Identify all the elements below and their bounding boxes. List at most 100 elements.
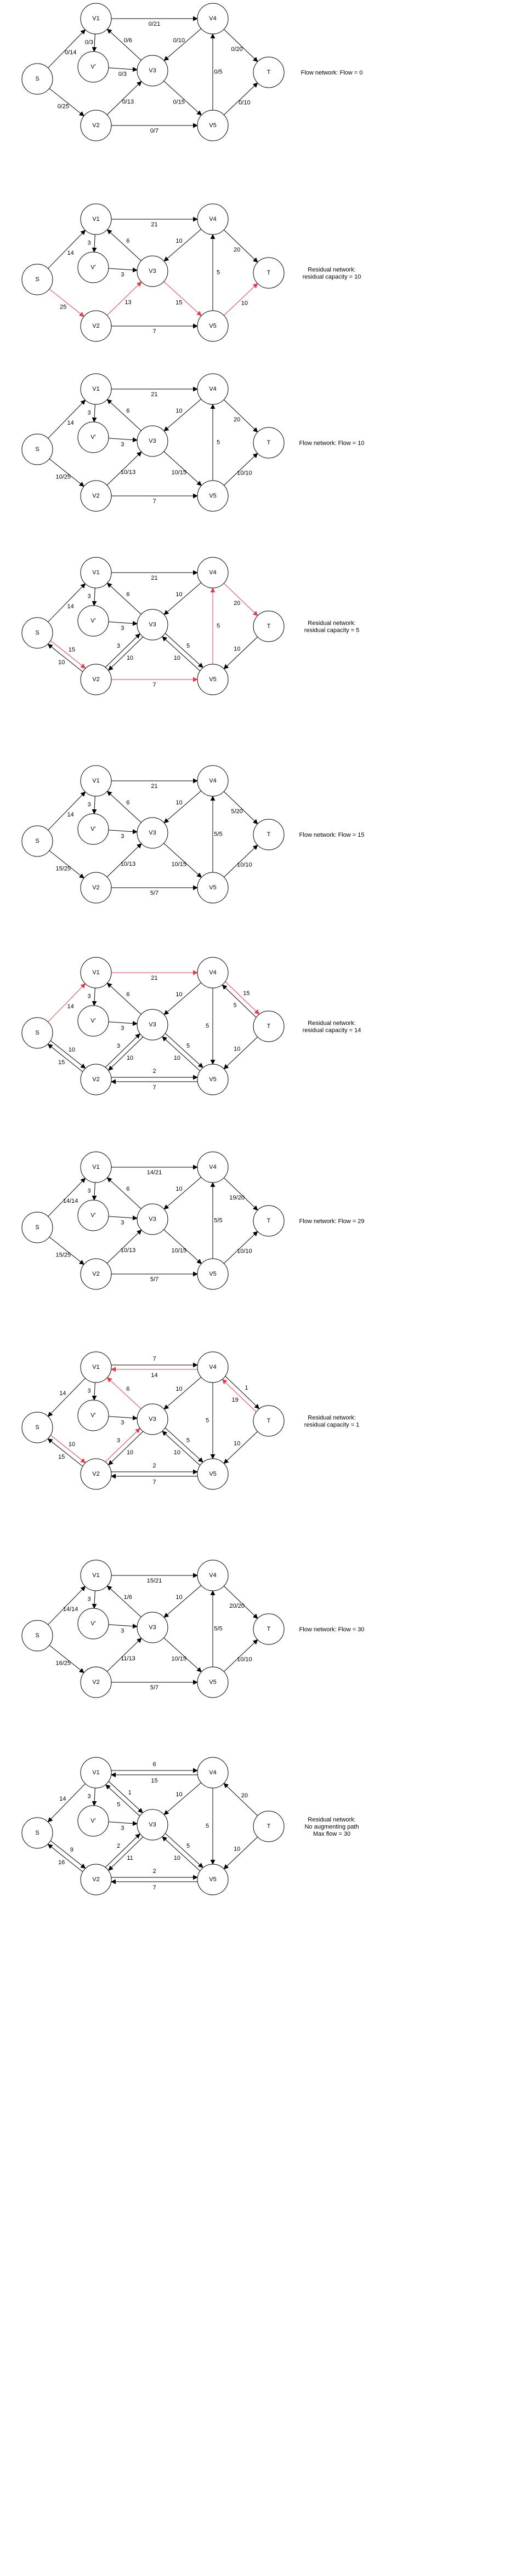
edge-vprime-v3 bbox=[108, 621, 138, 626]
edge-label-v3-v5: 5 bbox=[186, 1843, 190, 1849]
node-v1 bbox=[80, 1560, 112, 1591]
node-v5 bbox=[197, 480, 229, 512]
node-vprime bbox=[77, 1200, 109, 1231]
edge-v3-v1 bbox=[105, 1784, 140, 1817]
edge-v5-t bbox=[223, 453, 258, 486]
edge-vprime-v3 bbox=[108, 1821, 138, 1826]
edge-label-v1-vprime: 3 bbox=[87, 1793, 90, 1800]
node-label-v2: V2 bbox=[92, 1876, 99, 1883]
edge-label-v3-v1: 6 bbox=[126, 591, 129, 598]
node-label-v3: V3 bbox=[149, 438, 156, 444]
node-label-v2: V2 bbox=[92, 1471, 99, 1477]
edge-label-v2-s: 16 bbox=[58, 1859, 65, 1866]
node-v3 bbox=[137, 609, 168, 641]
node-v3 bbox=[137, 817, 168, 849]
edge-v3-v1 bbox=[106, 1377, 141, 1409]
node-label-v3: V3 bbox=[149, 67, 156, 74]
node-label-v3: V3 bbox=[149, 1416, 156, 1423]
node-t bbox=[253, 1010, 285, 1042]
panel-caption: No augmenting path bbox=[304, 1824, 359, 1830]
edge-label-v5-v2: 7 bbox=[152, 1479, 156, 1486]
edge-label-s-v2: 16/25 bbox=[56, 1660, 71, 1666]
node-v3 bbox=[137, 1612, 168, 1643]
node-vprime bbox=[77, 1005, 109, 1037]
edge-label-v4-v1: 15 bbox=[151, 1778, 157, 1784]
edge-label-v1-vprime: 3 bbox=[87, 239, 90, 246]
edge-label-vprime-v3: 0/3 bbox=[118, 71, 127, 77]
edge-label-s-v1: 0/14 bbox=[65, 49, 76, 56]
edge-label-v5-t: 10/10 bbox=[237, 470, 252, 477]
edge-v3-v1 bbox=[106, 28, 141, 61]
edge-v2-v3 bbox=[105, 1428, 140, 1462]
edge-label-v3-v5: 15 bbox=[175, 299, 182, 306]
edge-label-v5-v4: 5/5 bbox=[214, 1218, 222, 1224]
edge-label-v3-v5: 10/15 bbox=[172, 1655, 187, 1662]
edge-label-v1-v4: 21 bbox=[151, 575, 157, 581]
node-v2 bbox=[80, 1258, 112, 1290]
edge-vprime-v3 bbox=[108, 437, 138, 443]
node-label-v4: V4 bbox=[209, 1164, 216, 1170]
edge-label-s-v2: 10 bbox=[69, 1441, 75, 1448]
node-label-v4: V4 bbox=[209, 569, 216, 576]
edge-label-v2-v5: 2 bbox=[152, 1068, 156, 1075]
node-v2 bbox=[80, 1458, 112, 1490]
edge-t-v5 bbox=[223, 1036, 258, 1070]
node-v1 bbox=[80, 1151, 112, 1183]
node-v1 bbox=[80, 1757, 112, 1789]
node-label-t: T bbox=[267, 1418, 271, 1424]
edge-s-v1 bbox=[48, 399, 86, 439]
panel-caption: Residual network: bbox=[308, 1020, 355, 1027]
edge-v5-v3 bbox=[162, 1431, 200, 1466]
edge-v3-v5 bbox=[165, 1427, 203, 1463]
edge-label-v4-t: 20 bbox=[234, 416, 240, 423]
node-label-s: S bbox=[35, 838, 39, 844]
node-label-s: S bbox=[35, 276, 39, 283]
edge-s-v2 bbox=[49, 289, 84, 317]
edge-label-s-v1: 14 bbox=[67, 812, 74, 818]
node-label-v5: V5 bbox=[209, 884, 216, 891]
edge-v2-v3 bbox=[106, 281, 142, 316]
node-t bbox=[253, 1613, 285, 1645]
edge-label-s-v1: 14 bbox=[67, 1003, 74, 1010]
node-label-v1: V1 bbox=[92, 1364, 99, 1370]
edge-label-v3-v5: 5 bbox=[186, 1437, 190, 1444]
edge-v2-s bbox=[47, 1438, 83, 1467]
node-v5 bbox=[197, 110, 229, 141]
node-label-v3: V3 bbox=[149, 268, 156, 275]
edge-v5-t bbox=[223, 1231, 258, 1264]
node-label-v1: V1 bbox=[92, 1769, 99, 1776]
edge-v3-v1 bbox=[106, 229, 141, 261]
node-s bbox=[21, 1620, 53, 1652]
edge-v4-v3 bbox=[163, 582, 202, 615]
edge-v3-v2 bbox=[108, 1431, 144, 1465]
edge-label-v2-v3: 0/13 bbox=[122, 99, 134, 105]
edge-label-v3-v5: 10/15 bbox=[172, 861, 187, 867]
edge-s-v2 bbox=[49, 1645, 84, 1673]
edge-v1-v3 bbox=[108, 1781, 143, 1813]
panel-caption: residual capacity = 10 bbox=[303, 274, 361, 281]
node-s bbox=[21, 1817, 53, 1849]
edge-label-v4-v5: 5 bbox=[206, 1023, 209, 1030]
edge-label-v1-v4: 21 bbox=[151, 391, 157, 398]
edge-label-v4-t: 0/20 bbox=[231, 46, 242, 53]
edge-label-v5-v4: 5/5 bbox=[214, 1626, 222, 1632]
node-t bbox=[253, 1405, 285, 1437]
edge-label-s-v2: 15 bbox=[69, 647, 75, 653]
edge-label-t-v5: 10 bbox=[234, 646, 240, 652]
edge-v3-v1 bbox=[106, 1177, 141, 1209]
edge-v4-v3 bbox=[163, 1585, 202, 1618]
edge-v4-t bbox=[223, 791, 258, 825]
edge-v2-v3 bbox=[106, 843, 142, 877]
node-label-s: S bbox=[35, 446, 39, 453]
edge-label-v3-v1: 6 bbox=[126, 991, 129, 998]
panel-6: 141015321633102751010515510SV1V'V2V3V4V5… bbox=[21, 957, 361, 1095]
edge-label-v1-v4: 21 bbox=[151, 975, 157, 981]
edge-label-v1-vprime: 0/3 bbox=[85, 39, 93, 45]
node-label-v5: V5 bbox=[209, 1076, 216, 1083]
node-v4 bbox=[197, 203, 229, 235]
edge-label-v3-v1: 6 bbox=[126, 238, 129, 244]
node-label-v1: V1 bbox=[92, 216, 99, 222]
node-v2 bbox=[80, 872, 112, 904]
edge-label-vprime-v3: 3 bbox=[121, 833, 124, 839]
